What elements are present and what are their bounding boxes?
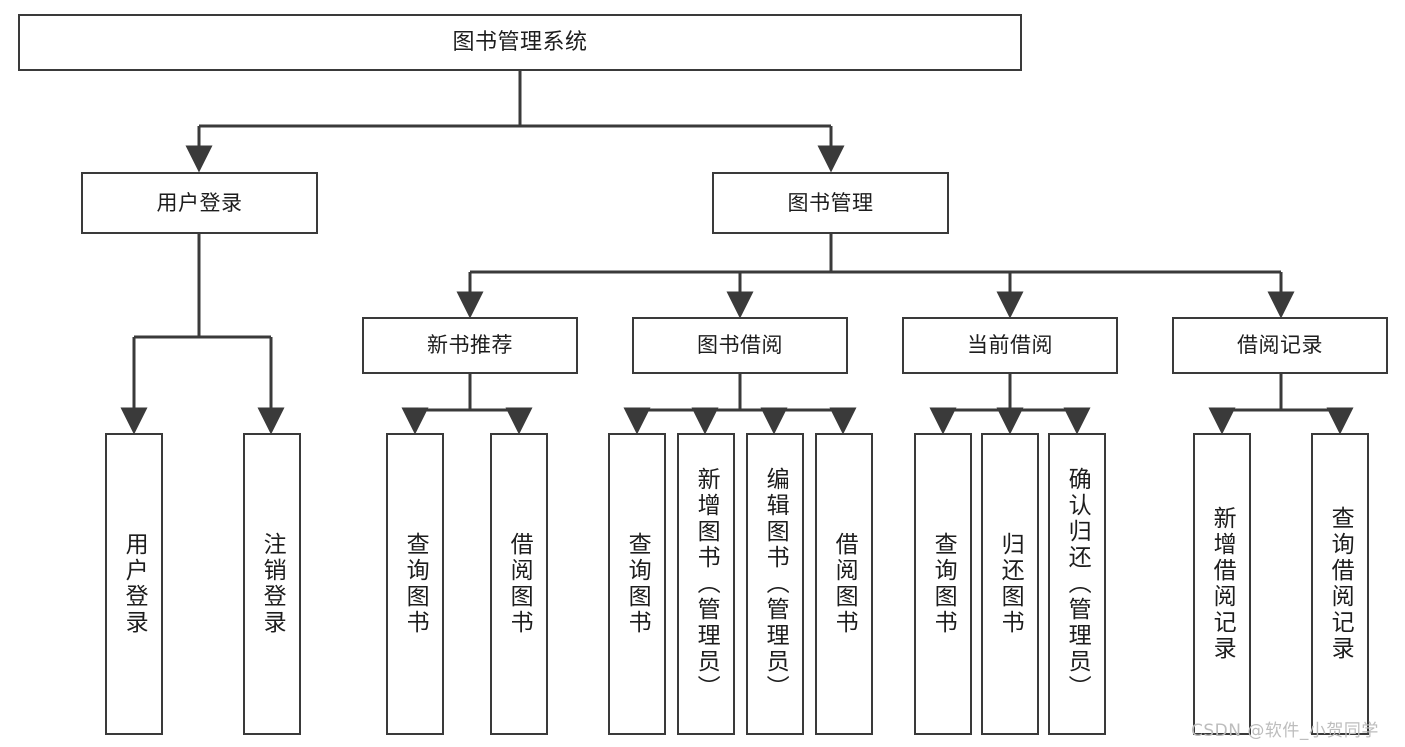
node-label: 注销登录: [259, 532, 286, 636]
node-book-management-system[interactable]: 图书管理系统: [18, 14, 1022, 71]
node-label: 归还图书: [997, 532, 1024, 636]
leaf-confirm-return-admin[interactable]: 确认归还（管理员）: [1048, 433, 1106, 735]
leaf-borrow-book[interactable]: 借阅图书: [815, 433, 873, 735]
leaf-add-borrow-record[interactable]: 新增借阅记录: [1193, 433, 1251, 735]
leaf-borrow-book-recommend[interactable]: 借阅图书: [490, 433, 548, 735]
leaf-query-book-borrow[interactable]: 查询图书: [608, 433, 666, 735]
node-label: 图书借阅: [697, 333, 783, 358]
leaf-add-book-admin[interactable]: 新增图书（管理员）: [677, 433, 735, 735]
node-label: 确认归还（管理员）: [1064, 467, 1091, 701]
node-label: 编辑图书（管理员）: [762, 467, 789, 701]
leaf-edit-book-admin[interactable]: 编辑图书（管理员）: [746, 433, 804, 735]
leaf-query-borrow-record[interactable]: 查询借阅记录: [1311, 433, 1369, 735]
node-label: 新增借阅记录: [1209, 506, 1236, 662]
node-label: 查询图书: [624, 532, 651, 636]
leaf-return-book[interactable]: 归还图书: [981, 433, 1039, 735]
leaf-query-book-recommend[interactable]: 查询图书: [386, 433, 444, 735]
node-label: 用户登录: [121, 532, 148, 636]
node-current-borrow[interactable]: 当前借阅: [902, 317, 1118, 374]
node-label: 图书管理: [787, 190, 874, 215]
node-book-management[interactable]: 图书管理: [712, 172, 949, 234]
node-label: 当前借阅: [967, 333, 1053, 358]
node-label: 新书推荐: [427, 333, 513, 358]
node-label: 查询图书: [402, 532, 429, 636]
node-label: 查询图书: [930, 532, 957, 636]
node-label: 用户登录: [156, 190, 243, 215]
node-label: 借阅图书: [506, 532, 533, 636]
node-borrow-record[interactable]: 借阅记录: [1172, 317, 1388, 374]
node-label: 图书管理系统: [452, 29, 588, 55]
node-label: 借阅记录: [1237, 333, 1323, 358]
leaf-logout-login[interactable]: 注销登录: [243, 433, 301, 735]
leaf-user-login[interactable]: 用户登录: [105, 433, 163, 735]
node-book-borrow[interactable]: 图书借阅: [632, 317, 848, 374]
node-label: 查询借阅记录: [1327, 506, 1354, 662]
csdn-watermark: CSDN @软件_小贺同学: [1191, 721, 1379, 741]
node-label: 新增图书（管理员）: [693, 467, 720, 701]
node-new-book-recommend[interactable]: 新书推荐: [362, 317, 578, 374]
node-label: 借阅图书: [831, 532, 858, 636]
leaf-query-book-current[interactable]: 查询图书: [914, 433, 972, 735]
node-user-login[interactable]: 用户登录: [81, 172, 318, 234]
